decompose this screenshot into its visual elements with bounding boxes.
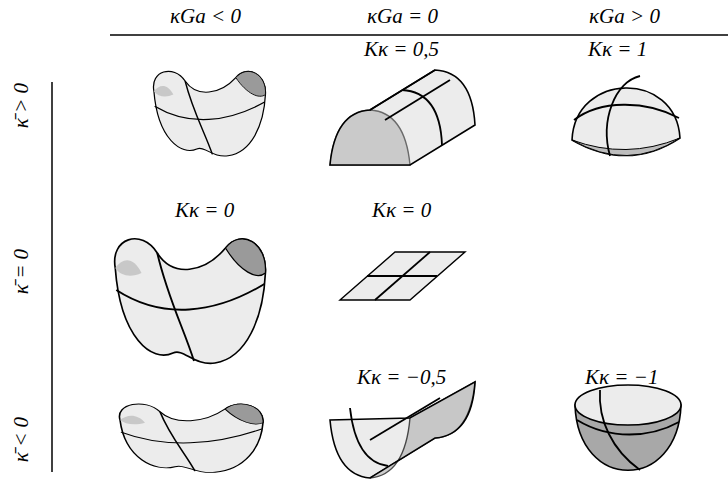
saddle-surface [115, 239, 266, 364]
bowl-surface [575, 385, 681, 470]
saddle-surface [153, 71, 265, 156]
header-rule [110, 34, 728, 36]
curvature-value: Kκ = 0,5 [364, 38, 439, 61]
curvature-value: Kκ = −0,5 [357, 366, 446, 389]
curvature-value: Kκ = 0 [175, 199, 234, 222]
plane-surface [340, 252, 465, 300]
curvature-value: Kκ = 1 [588, 38, 647, 61]
row-header: κ̄ < 0 [10, 417, 33, 462]
row-rule [51, 82, 53, 472]
column-header: κGa < 0 [170, 5, 241, 28]
column-header: κGa = 0 [367, 5, 438, 28]
row-header: κ̄ = 0 [10, 249, 33, 294]
cylinder-surface [330, 64, 475, 165]
curvature-value: Kκ = −1 [585, 366, 658, 389]
trough-surface [330, 382, 475, 478]
curvature-value: Kκ = 0 [372, 199, 431, 222]
saddle-surface [119, 404, 263, 472]
ellipsoid-cap [572, 76, 680, 156]
row-header: κ̄ > 0 [10, 83, 33, 128]
column-header: κGa > 0 [589, 5, 660, 28]
